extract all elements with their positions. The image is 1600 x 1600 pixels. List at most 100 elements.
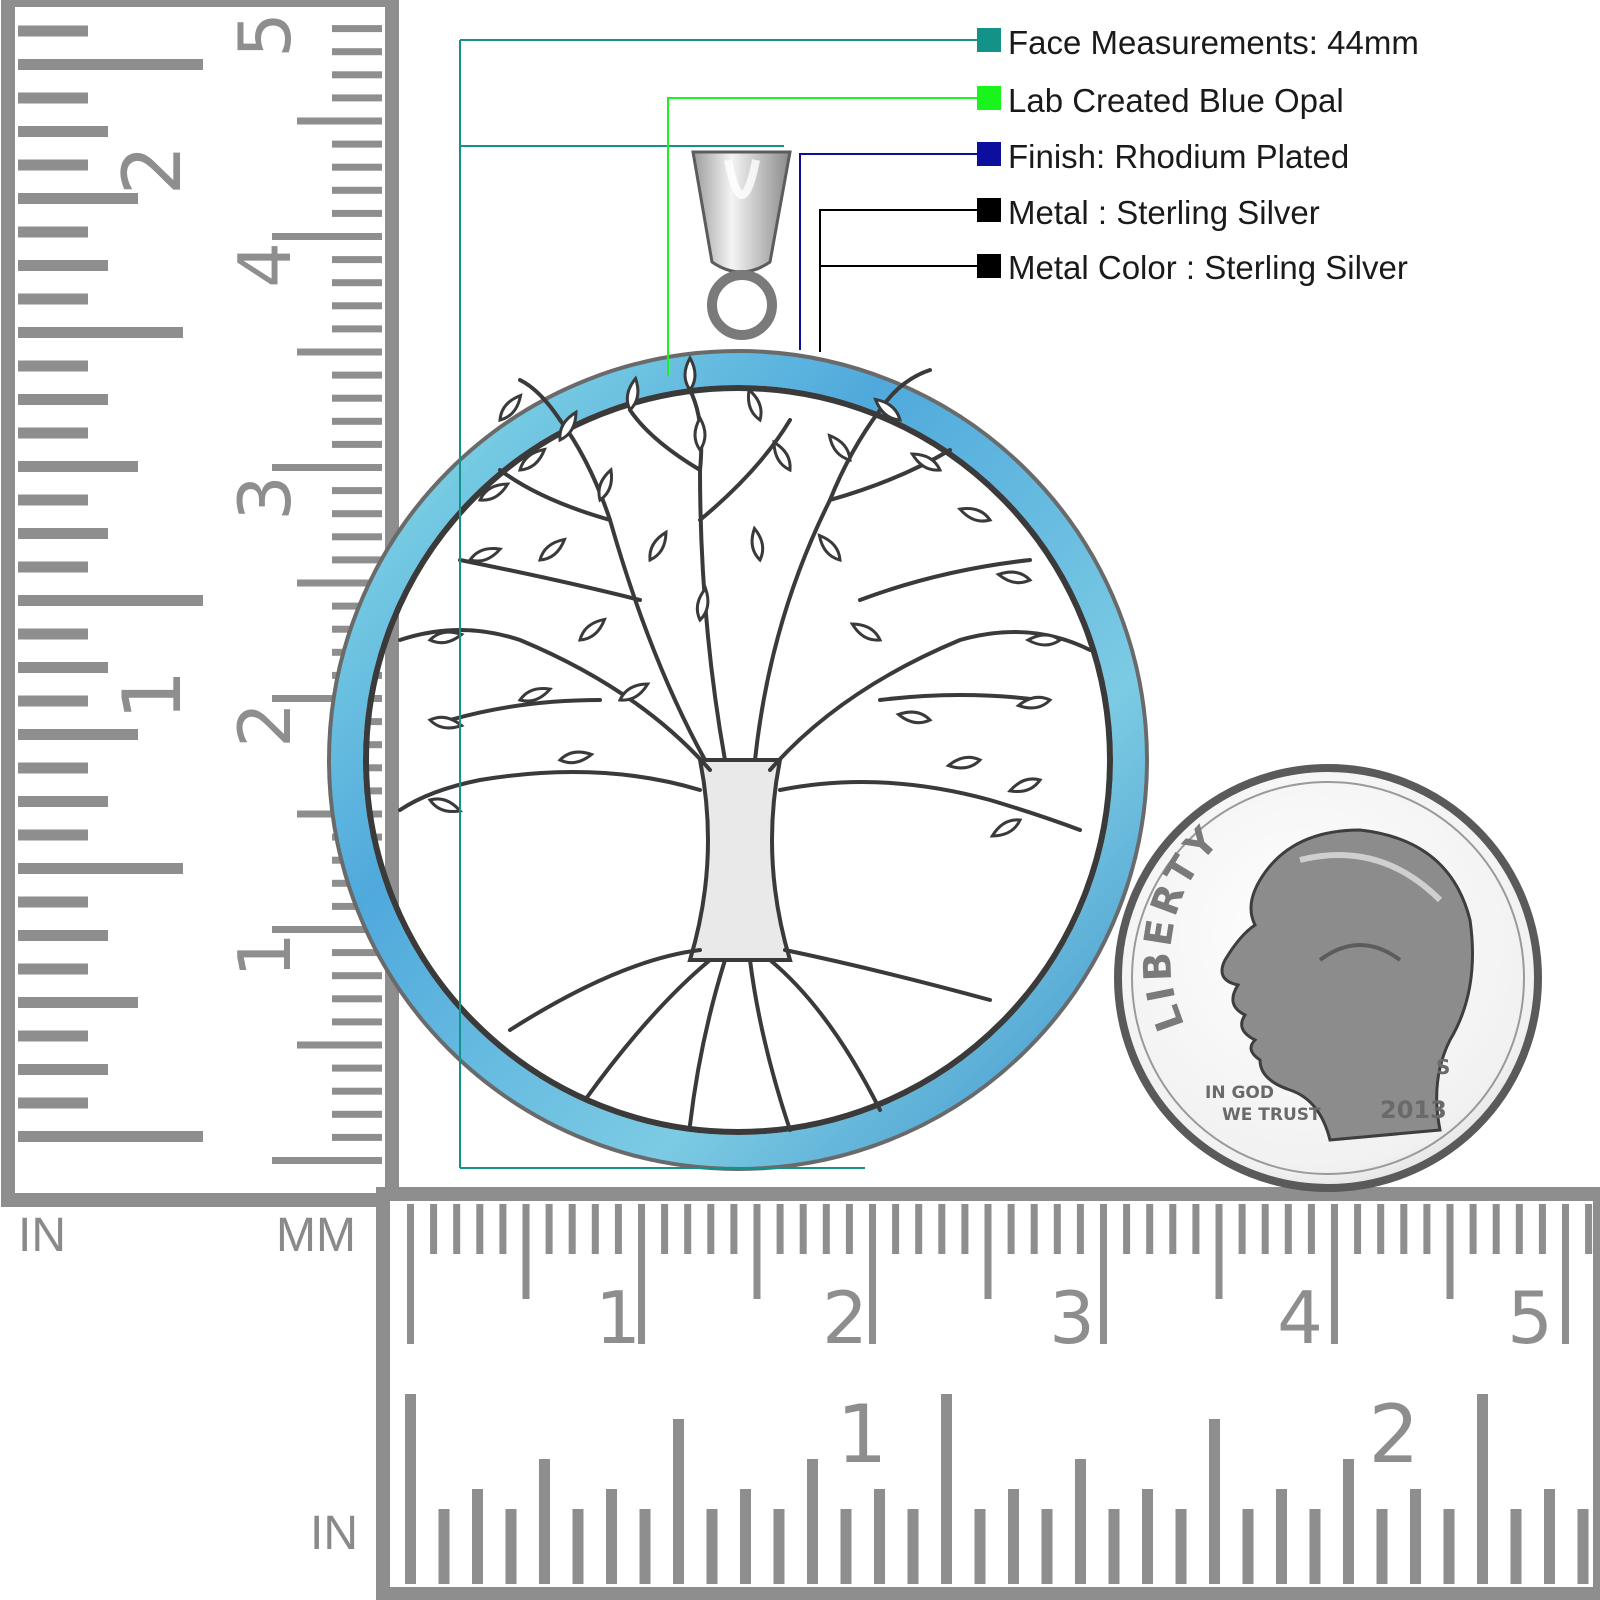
vertical-mm-tick	[272, 695, 382, 702]
horizontal-mm-tick	[1146, 1204, 1154, 1254]
horizontal-inch-tick	[673, 1419, 684, 1584]
horizontal-mm-tick	[1076, 1204, 1084, 1254]
horizontal-mm-tick	[753, 1204, 761, 1299]
vertical-mm-tick	[272, 926, 382, 933]
horizontal-mm-tick	[1562, 1204, 1569, 1344]
tree-leaf	[693, 414, 707, 453]
vertical-inch-tick	[18, 159, 88, 171]
vertical-mm-tick	[297, 117, 382, 125]
vertical-inch-tick	[18, 561, 88, 573]
tree-leaf	[945, 755, 983, 770]
vertical-mm-tick	[332, 510, 382, 518]
vertical-mm-tick	[332, 417, 382, 425]
horizontal-inch-tick	[1008, 1489, 1019, 1584]
vertical-inch-tick	[18, 528, 108, 539]
tree-leaf	[817, 533, 842, 562]
vertical-mm-tick	[332, 949, 382, 957]
horizontal-mm-tick	[522, 1204, 530, 1299]
legend-finish: Finish: Rhodium Plated	[1008, 138, 1350, 175]
horizontal-mm-tick	[638, 1204, 645, 1344]
vertical-inch-tick	[18, 226, 88, 238]
coin-year: 2013	[1380, 1096, 1447, 1124]
vertical-mm-label: 3	[223, 475, 307, 521]
horizontal-mm-tick	[568, 1204, 576, 1254]
tree-leaf	[750, 525, 765, 563]
coin-motto-line-1: IN GOD	[1205, 1083, 1274, 1103]
tree-leaf	[477, 482, 511, 502]
tree-leaf	[895, 710, 933, 725]
tree-leaf	[1015, 695, 1053, 710]
vertical-inch-label: 2	[106, 145, 199, 196]
tree-leaf	[827, 433, 852, 462]
horizontal-mm-tick	[407, 1204, 414, 1344]
tree-leaf	[538, 537, 567, 562]
horizontal-mm-tick	[1538, 1204, 1546, 1254]
tree-leaf	[995, 570, 1033, 585]
vertical-inch-tick	[18, 863, 183, 874]
horizontal-mm-tick	[614, 1204, 622, 1254]
horizontal-mm-tick	[1354, 1204, 1362, 1254]
horizontal-inch-tick	[639, 1509, 651, 1584]
vertical-inch-tick	[18, 360, 88, 372]
horizontal-inch-tick	[1142, 1489, 1153, 1584]
tree-leaf	[427, 797, 463, 813]
horizontal-mm-tick	[661, 1204, 669, 1254]
horizontal-inch-tick	[539, 1459, 550, 1584]
dime-coin: LIBERTY IN GOD WE TRUST S 2013	[1114, 764, 1542, 1192]
vertical-mm-tick	[332, 186, 382, 194]
horizontal-inch-tick	[405, 1394, 416, 1584]
vertical-inch-tick	[18, 930, 108, 941]
tree-leaf	[747, 387, 763, 423]
horizontal-mm-tick	[1377, 1204, 1385, 1254]
vertical-mm-tick	[272, 233, 382, 240]
legend-swatch-opal	[977, 86, 1001, 110]
tree-leaf	[772, 439, 792, 473]
vertical-inch-tick	[18, 461, 138, 472]
vertical-inch-tick	[18, 394, 108, 405]
horizontal-mm-tick	[1123, 1204, 1131, 1254]
tree-leaf	[517, 687, 553, 703]
tree-leaf	[909, 452, 943, 472]
horizontal-mm-tick	[892, 1204, 900, 1254]
horizontal-inch-tick	[1510, 1509, 1522, 1584]
horizontal-inch-tick	[773, 1509, 785, 1584]
horizontal-mm-tick	[1007, 1204, 1015, 1254]
vertical-mm-tick	[332, 1087, 382, 1095]
horizontal-mm-tick	[1307, 1204, 1315, 1254]
vertical-mm-tick	[332, 1064, 382, 1072]
vertical-mm-tick	[332, 556, 382, 564]
tree-leaf	[427, 630, 465, 645]
horizontal-mm-tick	[476, 1204, 484, 1254]
legend-swatch-metal	[977, 198, 1001, 222]
tree-leaf	[557, 750, 595, 765]
coin-mint-mark: S	[1436, 1055, 1450, 1079]
horizontal-mm-tick	[1053, 1204, 1061, 1254]
vertical-inch-tick	[18, 896, 88, 908]
tree-leaf	[498, 393, 523, 422]
horizontal-mm-label: 4	[1277, 1276, 1323, 1360]
horizontal-mm-tick	[845, 1204, 853, 1254]
vertical-mm-tick	[332, 1018, 382, 1026]
horizontal-inch-tick	[1075, 1459, 1086, 1584]
horizontal-mm-tick	[938, 1204, 946, 1254]
horizontal-mm-tick	[1100, 1204, 1107, 1344]
horizontal-mm-tick	[499, 1204, 507, 1254]
horizontal-mm-label: 3	[1049, 1276, 1095, 1360]
tree-leaf	[695, 585, 710, 623]
vertical-inch-tick	[18, 25, 88, 37]
horizontal-inch-label: 1	[837, 1388, 888, 1481]
pendant-bail	[691, 150, 792, 340]
horizontal-mm-tick	[1469, 1204, 1477, 1254]
tree-leaf	[578, 617, 607, 642]
vertical-inch-tick	[18, 293, 88, 305]
horizontal-mm-tick	[684, 1204, 692, 1254]
vertical-mm-tick	[332, 256, 382, 264]
vertical-inch-tick	[18, 193, 138, 204]
horizontal-inch-tick	[1276, 1489, 1287, 1584]
vertical-mm-tick	[297, 1041, 382, 1049]
vertical-inch-tick	[18, 1097, 88, 1109]
vertical-mm-tick	[332, 302, 382, 310]
vertical-inch-tick	[18, 1064, 108, 1075]
